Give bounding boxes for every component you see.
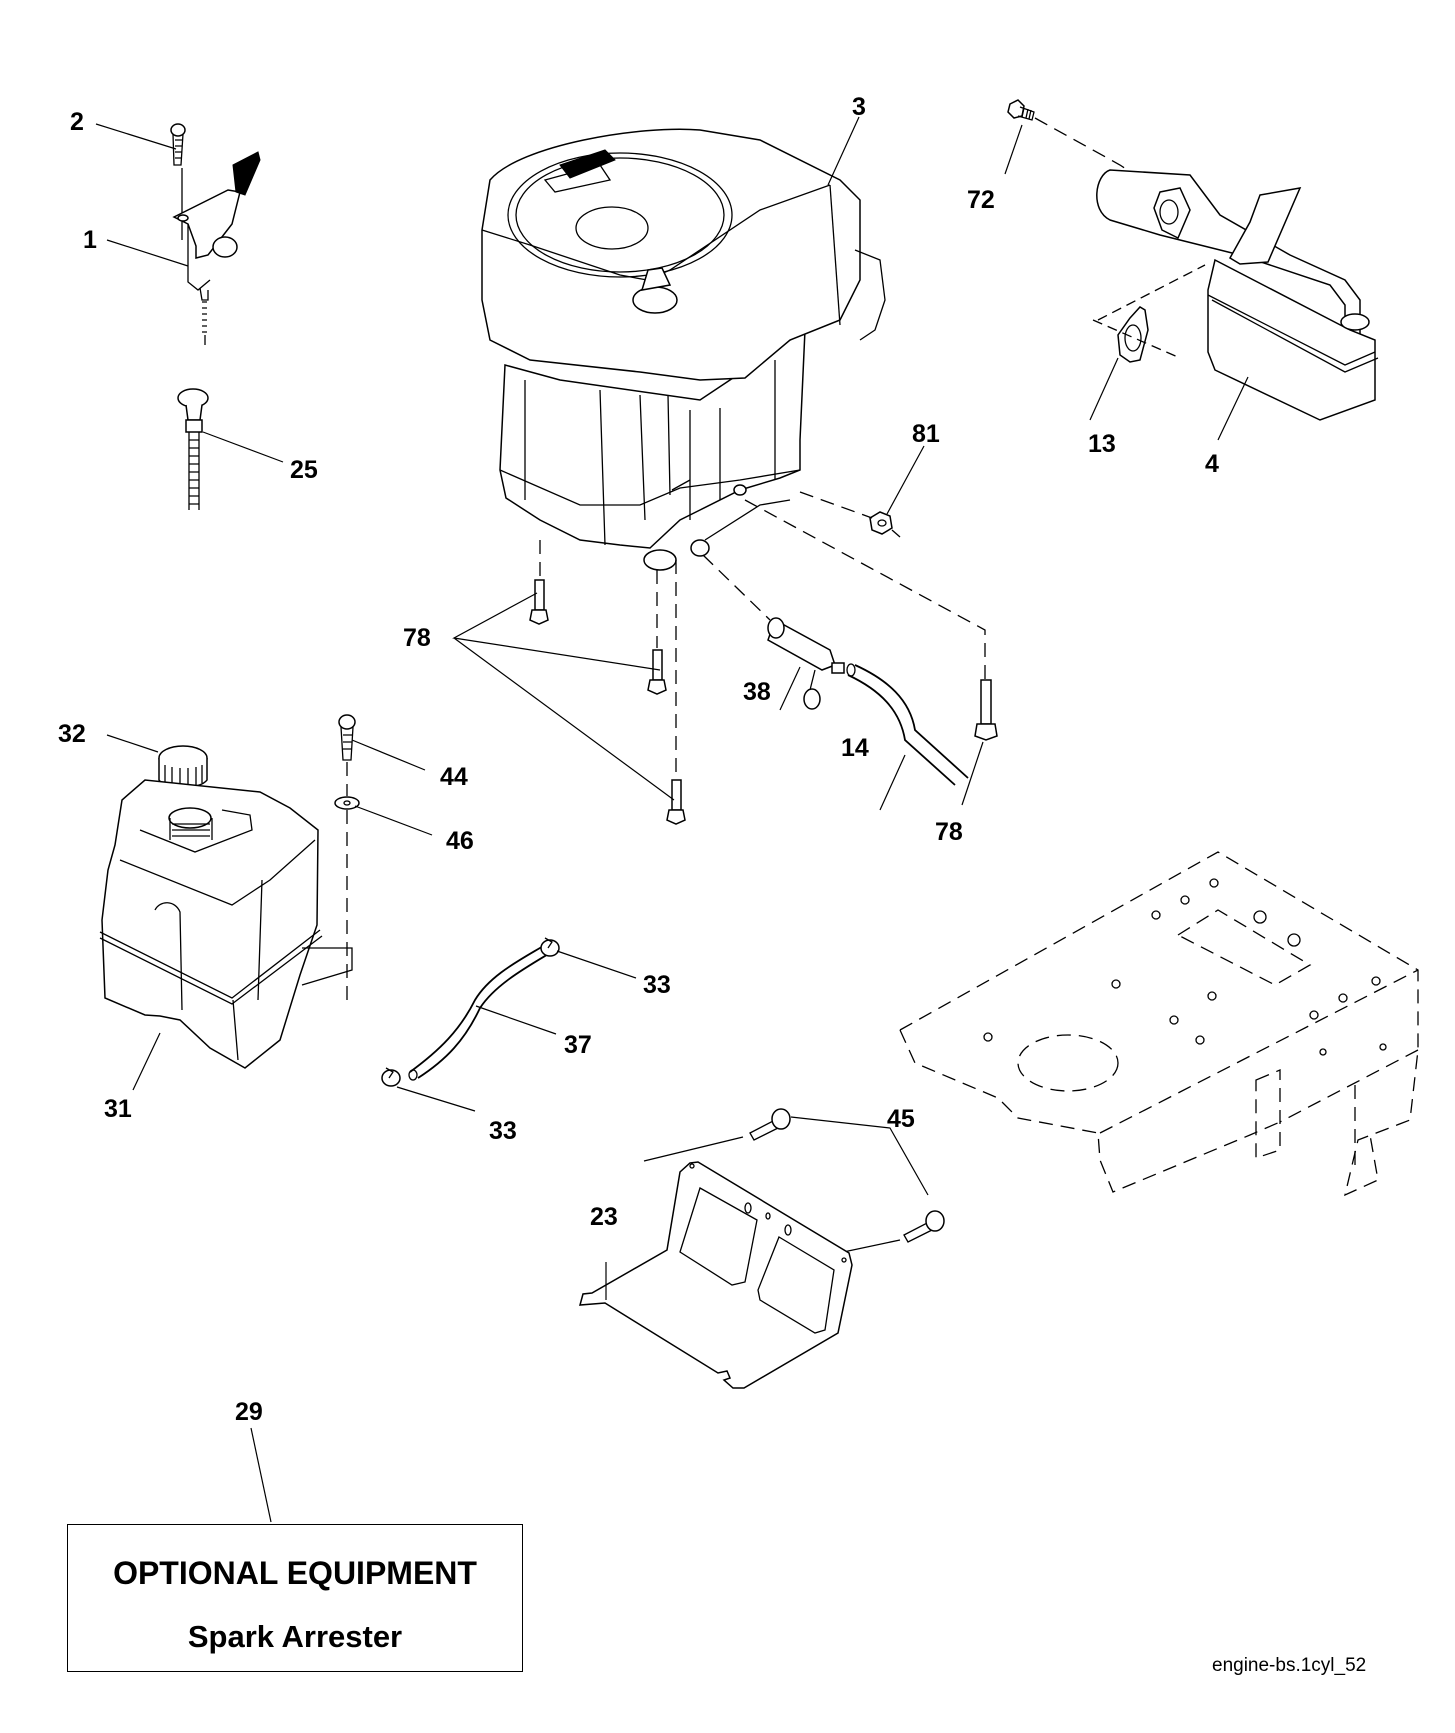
oil-drain-valve-part-38[interactable] <box>767 617 845 710</box>
muffler-part-4[interactable] <box>1096 169 1379 421</box>
callout-72: 72 <box>967 186 995 214</box>
screw-part-44[interactable] <box>338 714 356 761</box>
gasket-part-13[interactable] <box>1117 306 1149 363</box>
callout-37: 37 <box>564 1031 592 1059</box>
bolt-part-45-a[interactable] <box>749 1108 791 1141</box>
callout-32: 32 <box>58 720 86 748</box>
bolt-part-78-b[interactable] <box>647 649 667 695</box>
callout-81: 81 <box>912 420 940 448</box>
engine-part-3[interactable] <box>481 128 886 571</box>
callout-13: 13 <box>1088 430 1116 458</box>
callout-45: 45 <box>887 1105 915 1133</box>
choke-control-part-25[interactable] <box>177 388 209 510</box>
spark-arrester-label: Spark Arrester <box>187 1619 403 1654</box>
callout-23: 23 <box>590 1203 618 1231</box>
file-reference: engine-bs.1cyl_52 <box>1212 1655 1367 1676</box>
callout-31: 31 <box>104 1095 132 1123</box>
callout-25: 25 <box>290 456 318 484</box>
leader-lines <box>95 116 1249 1523</box>
screw-part-2[interactable] <box>170 123 186 240</box>
callout-44: 44 <box>440 763 468 791</box>
callout-33-b: 33 <box>489 1117 517 1145</box>
optional-equipment-heading: OPTIONAL EQUIPMENT <box>113 1555 477 1591</box>
optional-equipment-box: OPTIONAL EQUIPMENT Spark Arrester <box>67 1524 523 1672</box>
tractor-frame-reference <box>899 851 1419 1197</box>
callout-4: 4 <box>1205 450 1219 478</box>
bolt-part-78-d[interactable] <box>974 679 998 741</box>
heat-shield-part-23[interactable] <box>578 1161 853 1389</box>
bolt-part-78-a[interactable] <box>529 579 549 625</box>
fuel-tank-part-31[interactable] <box>99 779 353 1069</box>
callout-78-b: 78 <box>935 818 963 846</box>
hose-clamp-part-33-a[interactable] <box>540 937 560 957</box>
callout-14: 14 <box>841 734 869 762</box>
callout-33-a: 33 <box>643 971 671 999</box>
bolt-part-72[interactable] <box>1007 99 1035 121</box>
callout-46: 46 <box>446 827 474 855</box>
nut-part-81[interactable] <box>869 511 901 538</box>
oil-drain-hose-part-14[interactable] <box>846 663 969 786</box>
callout-1: 1 <box>83 226 97 254</box>
callout-78-a: 78 <box>403 624 431 652</box>
bolt-part-78-c[interactable] <box>666 779 686 825</box>
callout-3: 3 <box>852 93 866 121</box>
callout-38: 38 <box>743 678 771 706</box>
bolt-part-45-b[interactable] <box>903 1210 945 1243</box>
hose-clamp-part-33-b[interactable] <box>381 1067 401 1087</box>
washer-part-46[interactable] <box>334 796 360 810</box>
throttle-control-part-1[interactable] <box>172 151 261 345</box>
callout-2: 2 <box>70 108 84 136</box>
callout-29: 29 <box>235 1398 263 1426</box>
fuel-line-part-37[interactable] <box>408 944 551 1081</box>
